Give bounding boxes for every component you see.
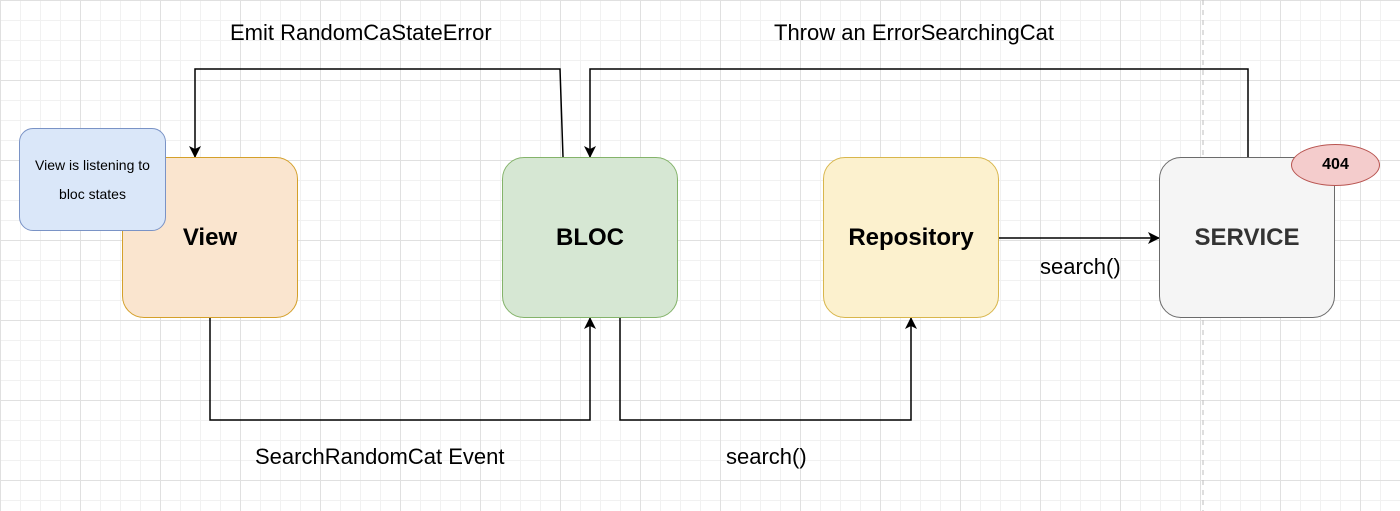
edge-label-repository-search: search() [1040, 254, 1121, 279]
error-404-badge-label: 404 [1322, 156, 1349, 173]
edge-bloc-to-repository [619, 317, 917, 421]
edge-bloc-to-view [189, 68, 564, 158]
edge-view-to-bloc [209, 317, 596, 421]
edge-label-throw-error: Throw an ErrorSearchingCat [774, 20, 1055, 45]
view-node-label: View [182, 223, 238, 251]
bloc-node[interactable]: BLOC [502, 157, 678, 318]
edge-label-emit-error-state: Emit RandomCaStateError [230, 20, 492, 45]
repository-node-label: Repository [848, 223, 974, 251]
service-node-label: SERVICE [1194, 223, 1300, 251]
edge-service-to-bloc [584, 68, 1249, 158]
view-listening-note-text: View is listening to bloc states [35, 156, 150, 202]
edge-label-bloc-search: search() [726, 444, 807, 469]
view-listening-note[interactable]: View is listening to bloc states [19, 128, 166, 231]
error-404-badge[interactable]: 404 [1291, 144, 1380, 186]
edge-label-search-event: SearchRandomCat Event [255, 444, 505, 469]
repository-node[interactable]: Repository [823, 157, 999, 318]
bloc-node-label: BLOC [556, 223, 624, 251]
service-node[interactable]: SERVICE [1159, 157, 1335, 318]
